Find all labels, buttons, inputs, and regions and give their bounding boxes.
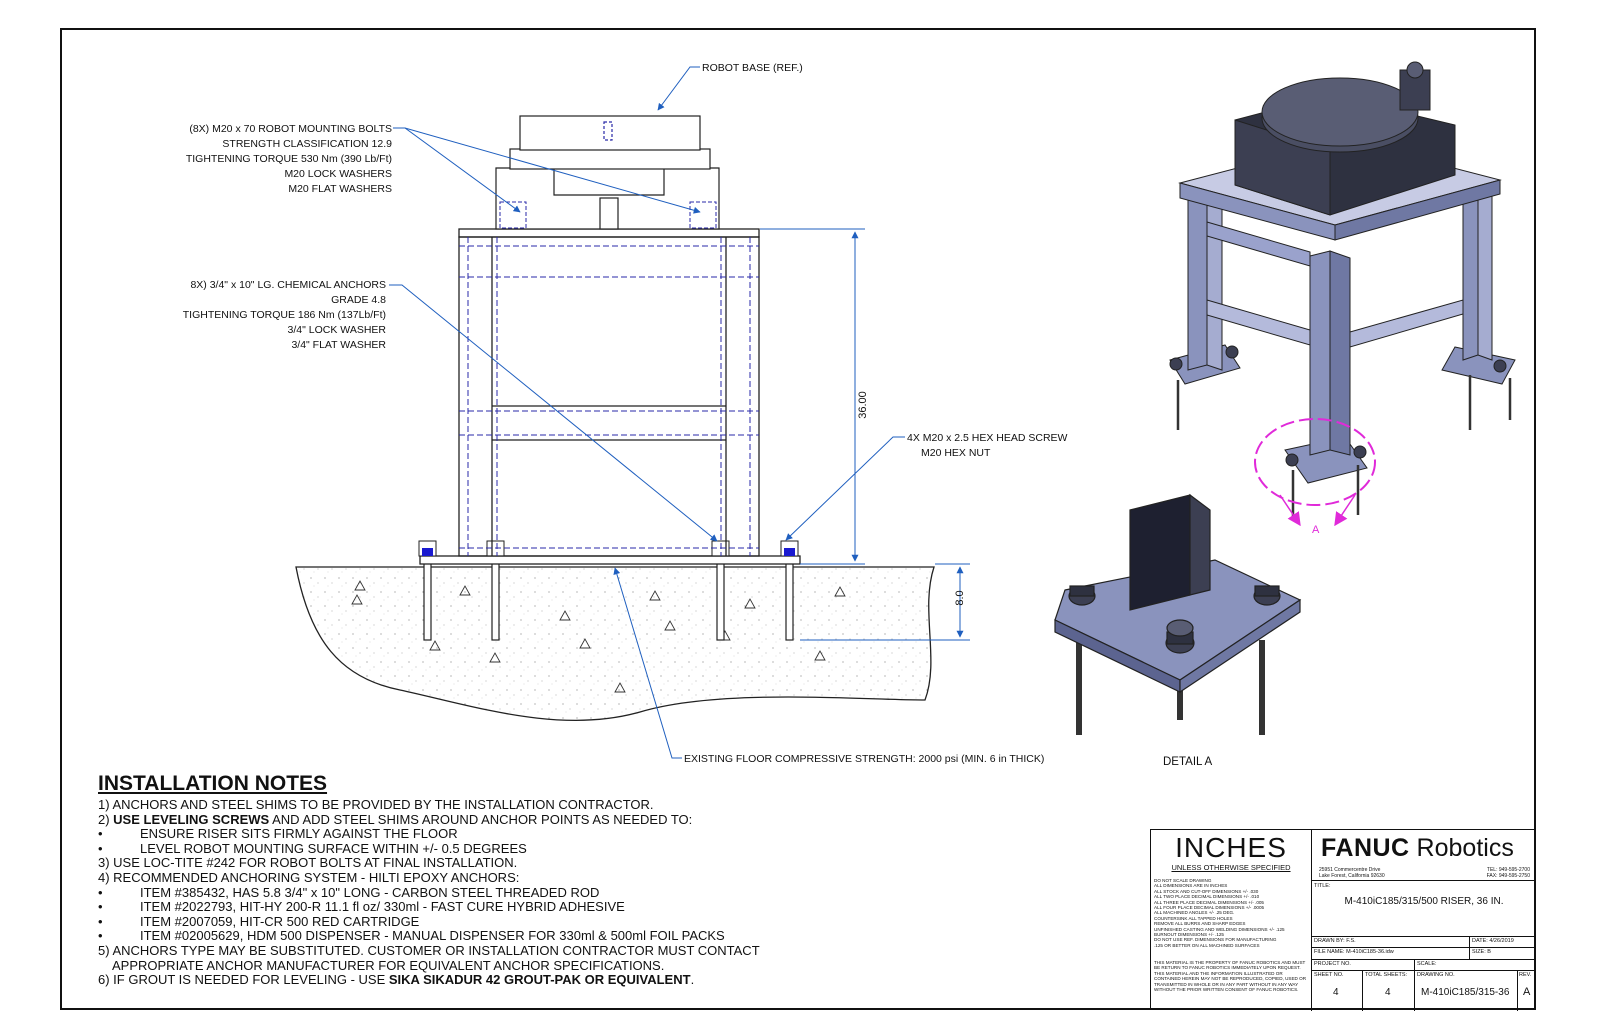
note-4: 4) RECOMMENDED ANCHORING SYSTEM - HILTI … xyxy=(98,869,520,885)
note-5b: APPROPRIATE ANCHOR MANUFACTURER FOR EQUI… xyxy=(112,957,665,973)
concrete-floor xyxy=(295,566,935,722)
note-6: 6) IF GROUT IS NEEDED FOR LEVELING - USE… xyxy=(98,972,695,988)
hex-line-1: 4X M20 x 2.5 HEX HEAD SCREW xyxy=(907,432,1068,444)
robot-bolts xyxy=(499,201,717,229)
note-5a: 5) ANCHORS TYPE MAY BE SUBSTITUTED. CUST… xyxy=(98,942,760,958)
callout-hex-screw: 4X M20 x 2.5 HEX HEAD SCREW M20 HEX NUT xyxy=(907,432,1068,459)
callout-floor: EXISTING FLOOR COMPRESSIVE STRENGTH: 200… xyxy=(684,753,1044,765)
rev: A xyxy=(1523,986,1531,998)
anchors-line-2: GRADE 4.8 xyxy=(331,294,386,306)
units-label: INCHES xyxy=(1175,832,1287,863)
iso-braces xyxy=(1206,221,1464,348)
bolts-line-1: (8X) M20 x 70 ROBOT MOUNTING BOLTS xyxy=(189,123,392,135)
hidden-lines xyxy=(459,237,759,556)
note-1: 1) ANCHORS AND STEEL SHIMS TO BE PROVIDE… xyxy=(98,797,654,812)
units-panel: INCHES UNLESS OTHERWISE SPECIFIED DO NOT… xyxy=(1151,830,1312,1011)
detail-post xyxy=(1129,494,1191,611)
drawing-title: M-410iC185/315/500 RISER, 36 IN. xyxy=(1344,896,1504,907)
front-view: 36.00 8.0 ROBOT BASE (REF.) (8X) M20 x 7… xyxy=(183,62,1068,765)
dim-height: 36.00 xyxy=(857,391,869,419)
leaders xyxy=(389,66,905,759)
detail-marker: A xyxy=(1312,524,1320,536)
sheet-no-label: SHEET NO. xyxy=(1314,972,1344,978)
detail-a-view xyxy=(1054,493,1302,735)
detail-circle xyxy=(1254,418,1376,506)
iso-legs xyxy=(1187,185,1493,456)
detail-title: DETAIL A xyxy=(1163,756,1213,768)
anchor-nuts xyxy=(418,540,799,557)
hex-line-2: M20 HEX NUT xyxy=(921,447,991,459)
iso-rods xyxy=(1176,375,1512,520)
anchors-line-1: 8X) 3/4" x 10" LG. CHEMICAL ANCHORS xyxy=(190,279,386,291)
scale-label: SCALE: xyxy=(1417,961,1437,967)
aggregate-marks xyxy=(351,580,846,693)
callout-anchors: 8X) 3/4" x 10" LG. CHEMICAL ANCHORS GRAD… xyxy=(183,279,387,351)
tolerance-notes: DO NOT SCALE DRAWING ALL DIMENSIONS ARE … xyxy=(1154,878,1285,948)
bolts-line-3: TIGHTENING TORQUE 530 Nm (390 Lb/Ft) xyxy=(186,153,392,165)
iso-robot-base xyxy=(1234,61,1456,216)
units-sub: UNLESS OTHERWISE SPECIFIED xyxy=(1171,863,1291,872)
riser-frame xyxy=(458,228,760,557)
anchors-line-5: 3/4" FLAT WASHER xyxy=(291,339,386,351)
drawing-date: DATE: 4/26/2019 xyxy=(1472,938,1514,944)
drawing-no: M-410iC185/315-36 xyxy=(1421,987,1510,998)
sheet-no: 4 xyxy=(1333,987,1339,998)
note-4-item-4: •ITEM #02005629, HDM 500 DISPENSER - MAN… xyxy=(98,928,725,944)
project-no: PROJECT NO. xyxy=(1314,961,1351,967)
bolts-line-5: M20 FLAT WASHERS xyxy=(288,183,392,195)
note-4-item-3: •ITEM #2007059, HIT-CR 500 RED CARTRIDGE xyxy=(98,913,420,929)
robot-base xyxy=(495,115,720,230)
installation-notes: INSTALLATION NOTES 1) ANCHORS AND STEEL … xyxy=(98,772,858,988)
dim-floor-depth: 8.0 xyxy=(954,590,966,605)
title-label: TITLE: xyxy=(1314,883,1331,889)
file-name: FILE NAME: M-410iC185-36.idw xyxy=(1314,949,1394,955)
drawing-no-label: DRAWING NO. xyxy=(1417,972,1455,978)
company-logo: FANUC Robotics xyxy=(1321,834,1514,862)
note-4-item-2: •ITEM #2022793, HIT-HY 200-R 11.1 fl oz/… xyxy=(98,899,625,915)
title-block: INCHES UNLESS OTHERWISE SPECIFIED DO NOT… xyxy=(1150,829,1536,1011)
total-sheets: 4 xyxy=(1385,987,1391,998)
note-2: 2) USE LEVELING SCREWS AND ADD STEEL SHI… xyxy=(98,811,693,827)
company-phone: TEL: 949-595-2700 FAX: 949-595-2750 xyxy=(1486,867,1530,879)
note-4-item-1: •ITEM #385432, HAS 5.8 3/4" x 10" LONG -… xyxy=(98,884,600,900)
note-2-bullet-2: •LEVEL ROBOT MOUNTING SURFACE WITHIN +/-… xyxy=(98,840,527,856)
sheet-size: SIZE: B xyxy=(1472,949,1491,955)
company-address: 25951 Commercentre Drive Lake Forest, Ca… xyxy=(1319,867,1385,879)
note-2-bullet-1: •ENSURE RISER SITS FIRMLY AGAINST THE FL… xyxy=(98,826,458,842)
total-sheets-label: TOTAL SHEETS: xyxy=(1365,972,1408,978)
anchors-line-3: TIGHTENING TORQUE 186 Nm (137Lb/Ft) xyxy=(183,309,386,321)
isometric-view xyxy=(1169,61,1516,527)
callout-robot-base: ROBOT BASE (REF.) xyxy=(702,62,803,74)
proprietary-notice: THIS MATERIAL IS THE PROPERTY OF FANUC R… xyxy=(1154,960,1307,993)
detail-nuts xyxy=(1068,585,1281,654)
notes-title: INSTALLATION NOTES xyxy=(98,772,328,795)
iso-nuts xyxy=(1169,345,1507,467)
note-3: 3) USE LOC-TITE #242 FOR ROBOT BOLTS AT … xyxy=(98,855,518,871)
dimension-lines xyxy=(760,228,970,641)
rev-label: REV. xyxy=(1519,972,1532,978)
callout-bolts: (8X) M20 x 70 ROBOT MOUNTING BOLTS STREN… xyxy=(186,123,392,195)
bolts-line-4: M20 LOCK WASHERS xyxy=(284,168,392,180)
bolts-line-2: STRENGTH CLASSIFICATION 12.9 xyxy=(222,138,392,150)
base-plate xyxy=(419,555,801,565)
drawn-by: DRAWN BY: F.S. xyxy=(1314,938,1356,944)
drawing-border xyxy=(60,28,1536,1010)
anchors-line-4: 3/4" LOCK WASHER xyxy=(288,324,387,336)
